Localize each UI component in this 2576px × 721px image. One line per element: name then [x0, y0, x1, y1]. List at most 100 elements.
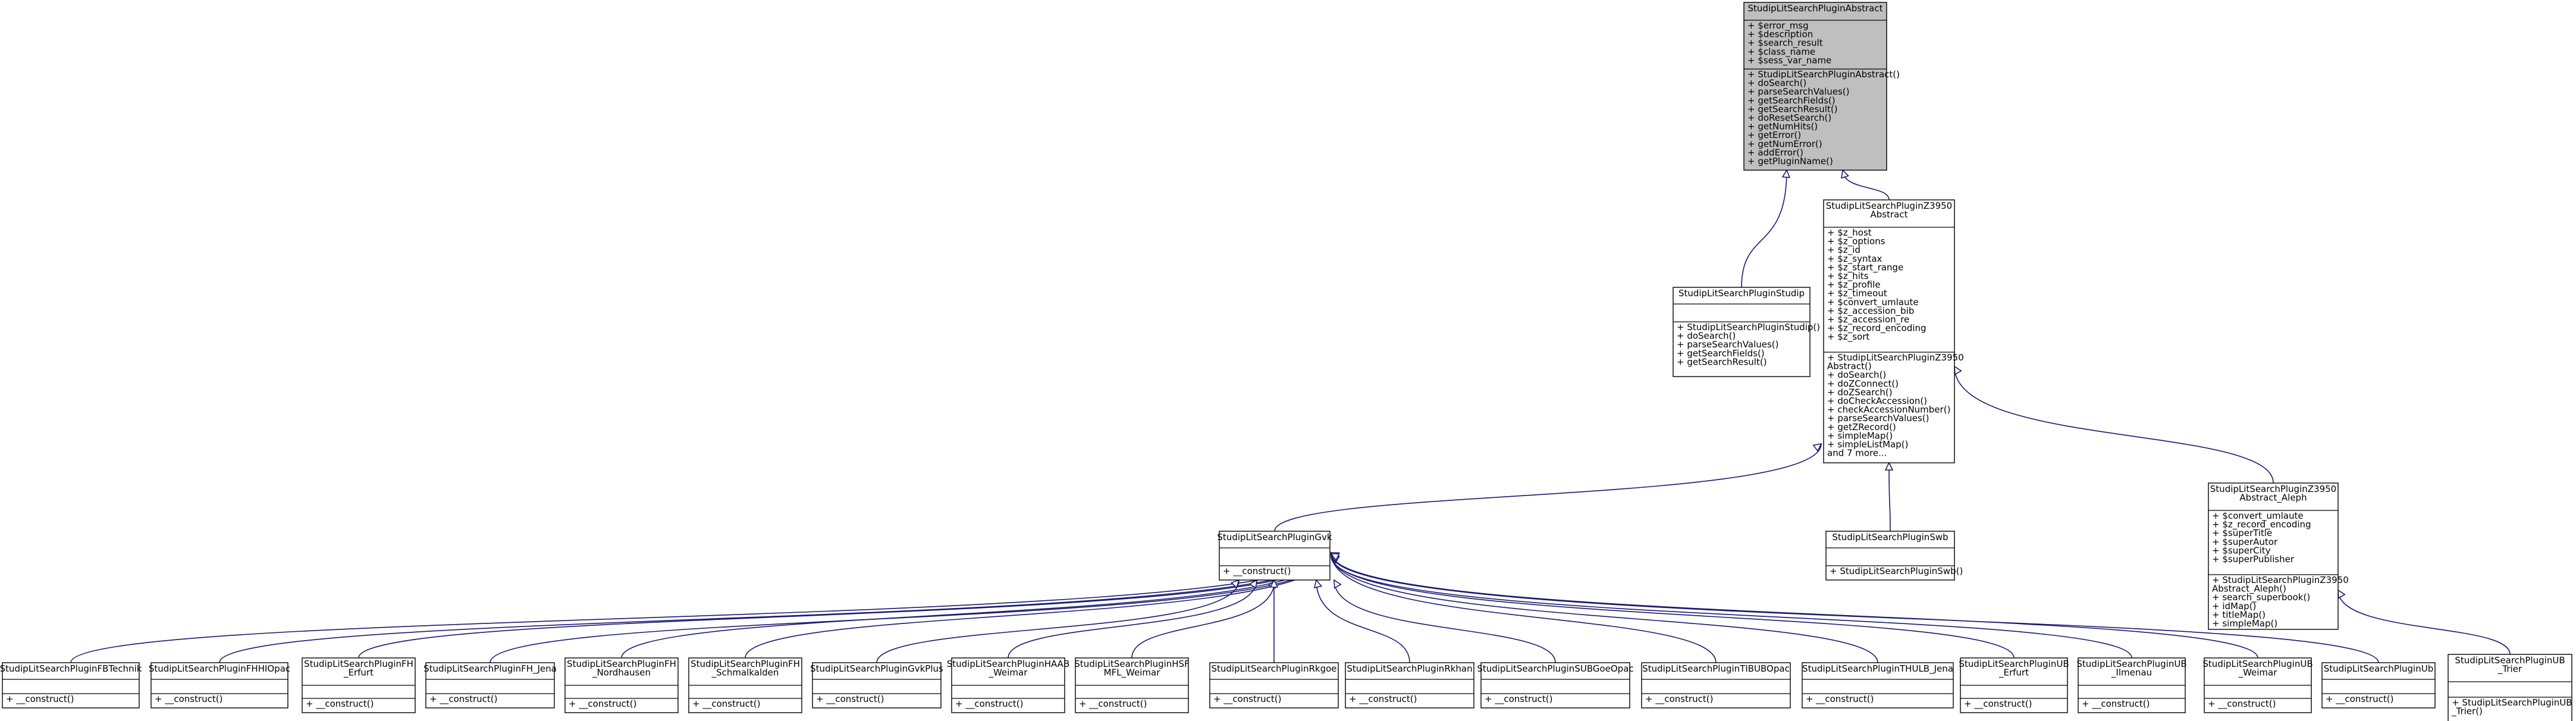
class-method: + doZConnect() [1827, 378, 1899, 389]
class-node-fhjena[interactable]: StudipLitSearchPluginFH_Jena+ __construc… [423, 662, 557, 709]
class-node-aleph[interactable]: StudipLitSearchPluginZ3950Abstract_Aleph… [2208, 482, 2349, 630]
class-method: + getNumError() [1747, 139, 1822, 149]
class-method: + __construct() [1223, 566, 1291, 577]
class-name: StudipLitSearchPluginGvk [1217, 532, 1332, 543]
class-node-rkhan[interactable]: StudipLitSearchPluginRkhan+ __construct(… [1345, 662, 1474, 709]
inheritance-arrowhead [1230, 579, 1240, 589]
class-method: + StudipLitSearchPluginUB [2452, 697, 2572, 708]
class-method: + doResetSearch() [1747, 112, 1831, 123]
class-attribute: + $search_result [1747, 37, 1823, 49]
inheritance-edge-ubweimar-to-gvk [1331, 552, 2258, 659]
class-attribute: + $z_start_range [1827, 262, 1903, 273]
class-name: StudipLitSearchPluginTHULB_Jena [1802, 663, 1953, 675]
class-node-ubilm[interactable]: StudipLitSearchPluginUB_Ilmenau+ __const… [2076, 657, 2187, 713]
class-attribute: + $sess_var_name [1747, 55, 1831, 66]
class-method: + __construct() [692, 698, 760, 710]
class-node-ub[interactable]: StudipLitSearchPluginUb+ __construct() [2321, 662, 2436, 709]
class-box [1480, 662, 1630, 709]
class-box [425, 662, 555, 709]
class-name: _Trier [2497, 664, 2522, 675]
inheritance-edge-aleph-to-z3950 [1954, 366, 2274, 484]
class-box [2448, 654, 2572, 721]
class-name: StudipLitSearchPluginUb [2324, 663, 2433, 674]
class-node-abstract[interactable]: StudipLitSearchPluginAbstract+ $error_ms… [1743, 2, 1900, 171]
class-node-fhnord[interactable]: StudipLitSearchPluginFH_Nordhausen+ __co… [564, 657, 679, 713]
class-node-haab[interactable]: StudipLitSearchPluginHAAB_Weimar+ __cons… [947, 657, 1069, 713]
class-attribute: + $z_syntax [1827, 253, 1882, 265]
class-method: + parseSearchValues() [1677, 339, 1779, 350]
inheritance-edge-fherfurt-to-gvk [358, 554, 1328, 659]
inheritance-arrowhead [1248, 579, 1258, 589]
class-method: Abstract() [1827, 361, 1872, 372]
class-name: Abstract_Aleph [2239, 493, 2307, 504]
class-method: + __construct() [816, 694, 884, 705]
class-node-sub[interactable]: StudipLitSearchPluginSUBGoeOpac + __const… [1477, 662, 1634, 709]
class-method: + __construct() [1485, 694, 1552, 705]
class-node-uberfurt[interactable]: StudipLitSearchPluginUB_Erfurt+ __constr… [1959, 657, 2069, 713]
class-method: + __construct() [6, 694, 74, 705]
class-node-ubtrier[interactable]: StudipLitSearchPluginUB_Trier + StudipLit… [2448, 654, 2572, 721]
class-box [1673, 287, 1811, 377]
class-node-fhhiopac[interactable]: StudipLitSearchPluginFHHIOpac + __constru… [149, 662, 290, 709]
class-attribute: + $z_accession_re [1827, 314, 1909, 325]
class-method: + titleMap() [2212, 609, 2266, 620]
class-attribute: + $z_timeout [1827, 288, 1887, 299]
class-node-tib[interactable]: StudipLitSearchPluginTIBUBOpac+ __constr… [1641, 662, 1791, 709]
class-name: StudipLitSearchPluginZ3950 [1826, 200, 1952, 211]
class-method: Abstract_Aleph() [2212, 584, 2286, 595]
class-box [150, 662, 288, 709]
class-attribute: + $superTitle [2212, 528, 2272, 538]
class-node-gvkplus[interactable]: StudipLitSearchPluginGvkPlus+ __construc… [810, 662, 943, 709]
class-box [2208, 482, 2339, 630]
class-name: MFL_Weimar [1104, 667, 1161, 679]
class-method: + parseSearchValues() [1827, 413, 1929, 424]
class-method: + getZRecord() [1827, 422, 1896, 432]
class-method: + getNumHits() [1747, 121, 1818, 132]
class-node-rkgoe[interactable]: StudipLitSearchPluginRkgoe+ __construct(… [1209, 662, 1339, 709]
class-node-fhschmal[interactable]: StudipLitSearchPluginFH_Schmalkalden+ __… [688, 657, 802, 713]
class-method: + StudipLitSearchPluginZ3950 [1827, 352, 1964, 363]
class-method: + getPluginName() [1747, 156, 1833, 167]
class-node-thulb[interactable]: StudipLitSearchPluginTHULB_Jena+ __const… [1802, 662, 1954, 709]
class-node-fbtechnik[interactable]: StudipLitSearchPluginFBTechnik+ __constr… [0, 662, 142, 709]
inheritance-edge-haab-to-gvk [1008, 579, 1257, 659]
inheritance-edge-studip-to-abstract [1741, 170, 1787, 288]
class-name: StudipLitSearchPluginUB [2202, 659, 2313, 669]
class-name: StudipLitSearchPluginSUBGoeOpac [1477, 663, 1633, 674]
class-attribute: + $convert_umlaute [1827, 297, 1919, 308]
inheritance-edge-gvkplus-to-gvk [876, 579, 1240, 663]
class-method: + doSearch() [1827, 369, 1886, 380]
class-attribute: + $z_id [1827, 244, 1860, 256]
class-name: StudipLitSearchPluginFH [567, 659, 676, 669]
class-name: StudipLitSearchPluginUB [2455, 655, 2565, 666]
class-method: + getSearchResult() [1747, 104, 1838, 114]
class-name: StudipLitSearchPluginFH [304, 659, 413, 669]
class-node-fherfurt[interactable]: StudipLitSearchPluginFH_Erfurt+ __constr… [302, 657, 416, 713]
class-method: + __construct() [155, 694, 222, 705]
class-node-gvk[interactable]: StudipLitSearchPluginGvk + __construct() [1217, 531, 1332, 581]
inheritance-arrowhead [1841, 169, 1849, 179]
class-node-swb[interactable]: StudipLitSearchPluginSwb+ StudipLitSearc… [1825, 531, 1963, 581]
class-name: StudipLitSearchPluginFHHIOpac [149, 663, 290, 674]
class-method: + getSearchFields() [1677, 348, 1765, 359]
class-attribute: + $z_record_encoding [2212, 519, 2311, 531]
inheritance-arrowhead [2337, 589, 2346, 599]
class-name: StudipLitSearchPluginFH_Jena [423, 663, 557, 675]
inheritance-edge-tib-to-gvk [1331, 552, 1717, 663]
inheritance-edge-ubilm-to-gvk [1331, 556, 2132, 659]
class-node-ubweimar[interactable]: StudipLitSearchPluginUB_Weimar+ __constr… [2202, 657, 2313, 713]
class-attribute: + $z_options [1827, 236, 1885, 247]
class-attribute: + $class_name [1747, 46, 1815, 58]
class-box [1823, 199, 1955, 463]
class-method: + doSearch() [1747, 78, 1806, 89]
class-attribute: + $z_hits [1827, 271, 1869, 282]
class-node-studip[interactable]: StudipLitSearchPluginStudip+ StudipLitSe… [1673, 287, 1820, 377]
class-method: + __construct() [1964, 698, 2032, 710]
class-name: StudipLitSearchPluginHSF [1074, 659, 1189, 669]
class-method: + StudipLitSearchPluginAbstract() [1747, 69, 1900, 80]
class-box [1219, 531, 1331, 581]
class-attribute: + $z_profile [1827, 280, 1881, 291]
class-attribute: + $description [1747, 29, 1813, 40]
